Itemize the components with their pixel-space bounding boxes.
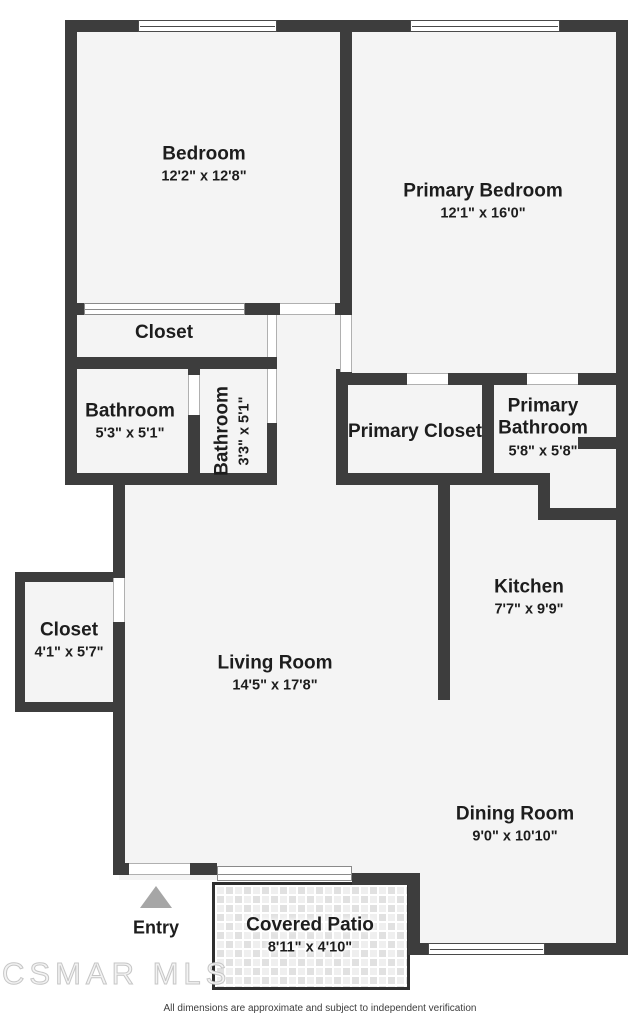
room-name: Covered Patio — [246, 914, 374, 936]
closet-sliding-door — [84, 303, 245, 315]
room-name: Bedroom — [162, 143, 246, 165]
wall — [113, 863, 129, 875]
room-dims: 14'5" x 17'8" — [232, 678, 318, 695]
room-name: Kitchen — [494, 576, 564, 598]
wall — [408, 873, 420, 955]
wall — [15, 572, 125, 582]
window — [138, 20, 277, 32]
wall — [188, 369, 200, 375]
room-label-bedroom-closet: Closet — [135, 322, 193, 344]
door-opening — [527, 373, 578, 385]
room-label-covered-patio: Covered Patio 8'11" x 4'10" — [246, 915, 374, 958]
room-name: Primary Bedroom — [403, 180, 563, 202]
wall — [267, 423, 277, 473]
room-label-bedroom: Bedroom 12'2" x 12'8" — [161, 144, 246, 187]
room-dims: 8'11" x 4'10" — [267, 940, 353, 957]
room-name: Bathroom — [85, 400, 175, 422]
wall — [578, 437, 616, 449]
wall — [65, 473, 277, 485]
wall — [113, 485, 125, 578]
wall — [482, 373, 494, 485]
room-label-living-room: Living Room 14'5" x 17'8" — [217, 653, 332, 696]
room-label-primary-closet: Primary Closet — [348, 421, 482, 443]
door-opening — [267, 369, 277, 423]
room-dims: 7'7" x 9'9" — [494, 602, 564, 619]
room-dims: 12'1" x 16'0" — [440, 206, 526, 223]
wall — [65, 303, 84, 315]
wall — [438, 481, 450, 700]
mls-watermark: CSMAR MLS — [1, 956, 232, 992]
disclaimer-text: All dimensions are approximate and subje… — [163, 1003, 477, 1014]
room-label-primary-bedroom: Primary Bedroom 12'1" x 16'0" — [403, 181, 562, 224]
room-label-entry-closet: Closet 4'1" x 5'7" — [34, 620, 103, 663]
entry-label: Entry — [132, 917, 180, 938]
room-label-kitchen: Kitchen 7'7" x 9'9" — [494, 577, 564, 620]
wall — [340, 20, 352, 315]
room-label-bathroom-2: Bathroom 3'3" x 5'1" — [212, 386, 255, 476]
room-dims: 5'8" x 5'8" — [508, 443, 578, 460]
door-opening — [113, 578, 125, 622]
door-opening — [267, 315, 277, 357]
door-opening — [188, 375, 200, 415]
wall — [113, 622, 125, 875]
door-opening — [407, 373, 448, 385]
room-dims: 4'1" x 5'7" — [34, 645, 104, 662]
wall — [15, 702, 125, 712]
room-dims: 5'3" x 5'1" — [95, 426, 165, 443]
room-name: Bathroom — [211, 386, 233, 476]
wall — [335, 303, 352, 315]
entry-door-opening — [129, 863, 190, 875]
room-name: Primary Closet — [347, 420, 483, 442]
wall — [538, 508, 628, 520]
wall — [65, 20, 77, 485]
door-opening — [340, 315, 352, 372]
patio-sliding-door — [217, 866, 352, 881]
room-area — [20, 577, 119, 707]
room-label-primary-bathroom: Primary Bathroom 5'8" x 5'8" — [473, 396, 613, 461]
room-label-bathroom-1: Bathroom 5'3" x 5'1" — [85, 401, 175, 444]
wall — [352, 873, 420, 885]
room-dims: 9'0" x 10'10" — [472, 829, 558, 846]
wall — [578, 373, 628, 385]
wall — [190, 863, 217, 875]
room-dims: 3'3" x 5'1" — [237, 396, 254, 466]
wall — [336, 473, 550, 485]
wall — [336, 369, 348, 485]
wall — [336, 373, 408, 385]
window — [428, 943, 545, 955]
room-dims: 12'2" x 12'8" — [161, 169, 247, 186]
room-name: Dining Room — [455, 803, 575, 825]
room-label-dining-room: Dining Room 9'0" x 10'10" — [456, 804, 574, 847]
wall — [15, 572, 25, 712]
wall — [65, 357, 277, 369]
room-name: Closet — [134, 321, 194, 343]
door-opening — [280, 303, 335, 315]
wall — [245, 303, 280, 315]
covered-patio-tile-area — [212, 882, 410, 990]
window — [410, 20, 560, 32]
wall — [616, 20, 628, 955]
entry-arrow — [140, 886, 172, 908]
room-name: Living Room — [217, 652, 333, 674]
room-name: Closet — [39, 619, 99, 641]
room-name: Primary Bathroom — [498, 395, 588, 439]
wall — [188, 415, 200, 473]
